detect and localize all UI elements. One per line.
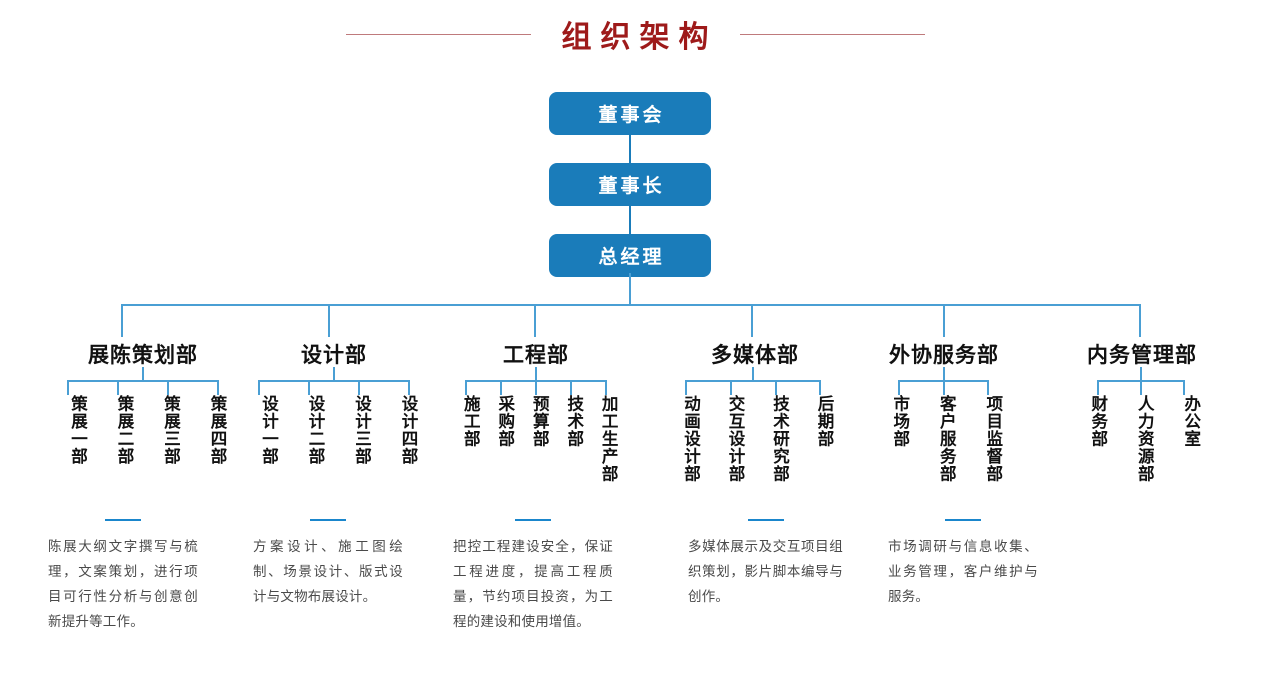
sub-connectors-4 <box>655 367 855 396</box>
connector-bus-drop-5 <box>943 304 945 337</box>
sub-unit[interactable]: 市场部 <box>890 395 910 448</box>
sub-unit[interactable]: 设计三部 <box>352 395 372 466</box>
connector-bus-drop-6 <box>1139 304 1141 337</box>
department-column-4: 多媒体部 动画设计部 交互设计部 技术研究部 后期部 <box>655 343 855 483</box>
department-description-2: 方案设计、施工图绘制、场景设计、版式设计与文物布展设计。 <box>253 519 403 610</box>
sub-unit[interactable]: 设计一部 <box>259 395 279 466</box>
description-rule <box>945 519 981 521</box>
sub-connectors-6 <box>1053 367 1231 396</box>
department-title-6[interactable]: 内务管理部 <box>1087 343 1197 367</box>
sub-unit-list-2: 设计一部 设计二部 设计三部 设计四部 <box>238 395 430 465</box>
sub-unit-list-1: 策展一部 策展二部 策展三部 策展四部 <box>28 395 258 465</box>
sub-unit[interactable]: 技术研究部 <box>770 395 790 483</box>
department-title-3[interactable]: 工程部 <box>503 343 569 367</box>
sub-unit[interactable]: 策展一部 <box>68 395 88 466</box>
sub-connectors-5 <box>855 367 1033 396</box>
sub-unit[interactable]: 设计二部 <box>306 395 325 466</box>
department-description-5: 市场调研与信息收集、业务管理，客户维护与服务。 <box>888 519 1038 610</box>
sub-unit[interactable]: 设计四部 <box>398 395 418 466</box>
department-column-6: 内务管理部 财务部 人力资源部 办公室 <box>1053 343 1231 483</box>
sub-unit-list-5: 市场部 客户服务部 项目监督部 <box>855 395 1033 483</box>
description-rule <box>515 519 551 521</box>
description-text: 多媒体展示及交互项目组织策划，影片脚本编导与创作。 <box>688 539 843 605</box>
sub-unit[interactable]: 办公室 <box>1181 395 1201 448</box>
sub-connectors-3 <box>440 367 632 396</box>
sub-unit[interactable]: 财务部 <box>1088 395 1108 448</box>
sub-unit[interactable]: 加工生产部 <box>599 395 619 483</box>
title-rule-left <box>345 33 531 35</box>
sub-unit[interactable]: 动画设计部 <box>681 395 701 483</box>
department-column-1: 展陈策划部 策展一部 策展二部 策展三部 策展四部 <box>28 343 258 465</box>
sub-unit[interactable]: 技术部 <box>564 395 584 448</box>
department-title-4[interactable]: 多媒体部 <box>711 343 799 367</box>
description-rule <box>105 519 141 521</box>
node-chairman[interactable]: 董事长 <box>549 163 711 206</box>
description-rule <box>310 519 346 521</box>
sub-connectors-1 <box>28 367 258 396</box>
department-column-3: 工程部 施工部 采购部 预算部 技术部 加工生产部 <box>440 343 632 483</box>
description-rule <box>747 519 784 521</box>
sub-unit[interactable]: 项目监督部 <box>983 395 1003 483</box>
sub-unit-list-3: 施工部 采购部 预算部 技术部 加工生产部 <box>440 395 632 483</box>
sub-unit[interactable]: 策展二部 <box>115 395 134 466</box>
sub-connectors-2 <box>238 367 430 396</box>
connector-bus-drop-4 <box>751 304 753 337</box>
department-title-5[interactable]: 外协服务部 <box>889 343 999 367</box>
sub-unit[interactable]: 后期部 <box>814 395 834 448</box>
description-text: 市场调研与信息收集、业务管理，客户维护与服务。 <box>888 539 1038 605</box>
executive-chain: 董事会 董事长 总经理 <box>549 92 711 277</box>
sub-unit[interactable]: 人力资源部 <box>1135 395 1155 483</box>
department-title-2[interactable]: 设计部 <box>301 343 367 367</box>
description-text: 方案设计、施工图绘制、场景设计、版式设计与文物布展设计。 <box>253 539 403 605</box>
description-text: 陈展大纲文字撰写与梳理，文案策划，进行项目可行性分析与创意创新提升等工作。 <box>48 539 198 630</box>
sub-unit[interactable]: 策展三部 <box>161 395 181 466</box>
department-column-5: 外协服务部 市场部 客户服务部 项目监督部 <box>855 343 1033 483</box>
node-general-manager[interactable]: 总经理 <box>549 234 711 277</box>
connector-bus-drop-1 <box>121 304 123 337</box>
sub-unit[interactable]: 策展四部 <box>207 395 227 466</box>
sub-unit[interactable]: 客户服务部 <box>937 395 957 483</box>
connector-bus-drop-3 <box>534 304 536 337</box>
connector-main-bus <box>121 304 1141 306</box>
sub-unit[interactable]: 预算部 <box>530 395 550 448</box>
description-text: 把控工程建设安全，保证工程进度，提高工程质量，节约项目投资，为工程的建设和使用增… <box>453 539 613 630</box>
connector-board-to-chairman <box>629 135 631 163</box>
department-column-2: 设计部 设计一部 设计二部 设计三部 设计四部 <box>238 343 430 465</box>
connector-bus-drop-2 <box>328 304 330 337</box>
page-title: 组织架构 <box>561 20 718 55</box>
sub-unit-list-4: 动画设计部 交互设计部 技术研究部 后期部 <box>655 395 855 483</box>
title-rule-right <box>739 33 925 35</box>
page-title-row: 组织架构 <box>0 10 1270 58</box>
sub-unit[interactable]: 交互设计部 <box>726 395 745 483</box>
sub-unit-list-6: 财务部 人力资源部 办公室 <box>1053 395 1231 483</box>
department-description-4: 多媒体展示及交互项目组织策划，影片脚本编导与创作。 <box>688 519 843 610</box>
node-board-of-directors[interactable]: 董事会 <box>549 92 711 135</box>
connector-chairman-to-gm <box>629 206 631 234</box>
department-title-1[interactable]: 展陈策划部 <box>88 343 198 367</box>
department-description-1: 陈展大纲文字撰写与梳理，文案策划，进行项目可行性分析与创意创新提升等工作。 <box>48 519 198 635</box>
department-description-3: 把控工程建设安全，保证工程进度，提高工程质量，节约项目投资，为工程的建设和使用增… <box>453 519 613 635</box>
sub-unit[interactable]: 采购部 <box>495 395 515 448</box>
connector-gm-stem <box>629 273 631 306</box>
sub-unit[interactable]: 施工部 <box>461 395 481 448</box>
